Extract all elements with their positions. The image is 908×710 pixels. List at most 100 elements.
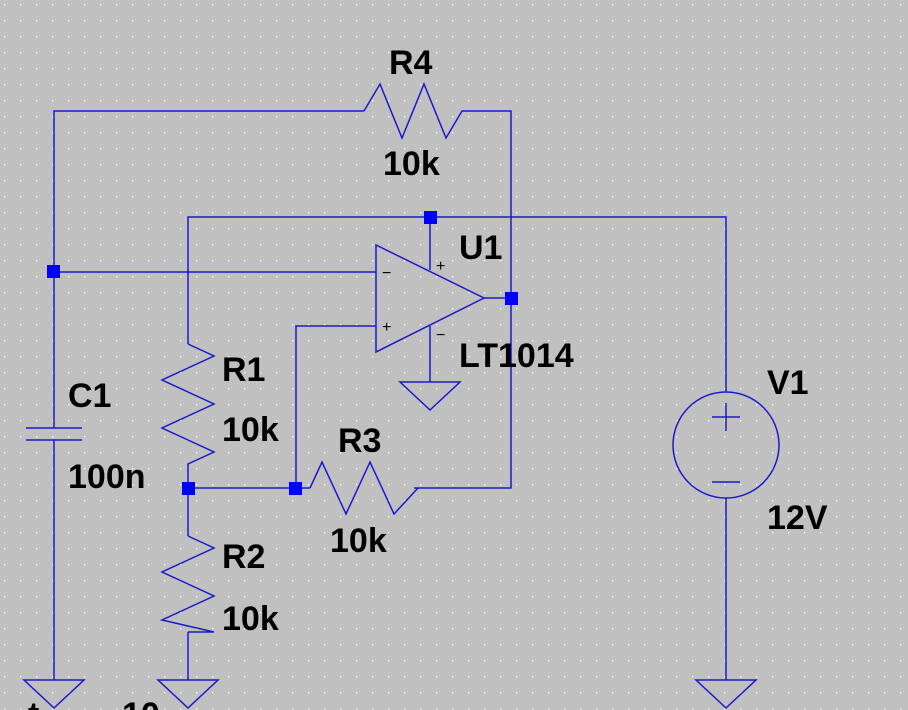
grid-dot <box>468 148 470 150</box>
grid-dot <box>164 84 166 86</box>
grid-dot <box>452 516 454 518</box>
junction-dot[interactable] <box>47 265 60 278</box>
grid-dot <box>84 420 86 422</box>
grid-dot <box>276 564 278 566</box>
grid-dot <box>228 356 230 358</box>
junction-dot[interactable] <box>182 482 195 495</box>
ground-symbol-opamp[interactable] <box>398 381 462 412</box>
wire-noninverting-input[interactable] <box>295 325 376 488</box>
grid-dot <box>308 596 310 598</box>
grid-dot <box>484 532 486 534</box>
grid-dot <box>132 436 134 438</box>
grid-dot <box>324 660 326 662</box>
grid-dot <box>564 132 566 134</box>
grid-dot <box>148 164 150 166</box>
grid-dot <box>676 404 678 406</box>
grid-dot <box>740 676 742 678</box>
opamp-triangle[interactable] <box>375 243 486 354</box>
grid-dot <box>676 228 678 230</box>
grid-dot <box>836 580 838 582</box>
v1-source-circle[interactable] <box>672 391 780 499</box>
grid-dot <box>436 676 438 678</box>
grid-dot <box>52 20 54 22</box>
wire-r3-feedback[interactable] <box>414 298 512 489</box>
grid-dot <box>820 388 822 390</box>
grid-dot <box>820 36 822 38</box>
c1-value-label: 100n <box>68 458 146 496</box>
ground-symbol-c1[interactable] <box>22 679 86 710</box>
grid-dot <box>836 596 838 598</box>
v1-value-label: 12V <box>767 499 828 537</box>
grid-dot <box>884 84 886 86</box>
wire-r4-right[interactable] <box>468 110 512 298</box>
grid-dot <box>852 116 854 118</box>
grid-dot <box>804 404 806 406</box>
grid-dot <box>500 260 502 262</box>
grid-dot <box>340 116 342 118</box>
grid-dot <box>644 628 646 630</box>
wire-supply-rail[interactable] <box>187 216 727 392</box>
grid-dot <box>388 244 390 246</box>
grid-dot <box>84 564 86 566</box>
grid-dot <box>772 228 774 230</box>
grid-dot <box>436 292 438 294</box>
grid-dot <box>4 4 6 6</box>
grid-dot <box>260 100 262 102</box>
grid-dot <box>180 356 182 358</box>
grid-dot <box>452 260 454 262</box>
grid-dot <box>516 84 518 86</box>
grid-dot <box>468 68 470 70</box>
grid-dot <box>36 228 38 230</box>
grid-dot <box>644 68 646 70</box>
grid-dot <box>596 692 598 694</box>
grid-dot <box>180 532 182 534</box>
grid-dot <box>388 324 390 326</box>
grid-dot <box>900 612 902 614</box>
grid-dot <box>20 436 22 438</box>
grid-dot <box>372 356 374 358</box>
grid-dot <box>500 596 502 598</box>
grid-dot <box>356 196 358 198</box>
grid-dot <box>68 404 70 406</box>
grid-dot <box>516 324 518 326</box>
grid-dot <box>196 52 198 54</box>
grid-dot <box>308 692 310 694</box>
grid-dot <box>148 276 150 278</box>
grid-dot <box>740 324 742 326</box>
r1-resistor-symbol[interactable] <box>160 343 216 488</box>
junction-dot[interactable] <box>289 482 302 495</box>
grid-dot <box>420 548 422 550</box>
ground-symbol-v1[interactable] <box>694 679 758 710</box>
grid-dot <box>164 708 166 710</box>
junction-dot[interactable] <box>505 292 518 305</box>
grid-dot <box>756 676 758 678</box>
r4-resistor-symbol[interactable] <box>363 82 468 140</box>
grid-dot <box>564 660 566 662</box>
grid-dot <box>580 148 582 150</box>
grid-dot <box>740 276 742 278</box>
grid-dot <box>500 148 502 150</box>
r3-resistor-symbol[interactable] <box>309 460 419 516</box>
grid-dot <box>212 580 214 582</box>
junction-dot[interactable] <box>424 211 437 224</box>
grid-dot <box>660 244 662 246</box>
grid-dot <box>660 260 662 262</box>
grid-dot <box>148 612 150 614</box>
grid-dot <box>708 548 710 550</box>
grid-dot <box>804 548 806 550</box>
grid-dot <box>692 164 694 166</box>
grid-dot <box>388 164 390 166</box>
grid-dot <box>52 372 54 374</box>
ground-symbol-r2[interactable] <box>156 679 220 710</box>
wire-r4-left[interactable] <box>53 110 364 272</box>
grid-dot <box>164 436 166 438</box>
grid-dot <box>404 580 406 582</box>
grid-dot <box>772 612 774 614</box>
grid-dot <box>148 484 150 486</box>
r2-resistor-symbol[interactable] <box>159 535 216 633</box>
grid-dot <box>708 36 710 38</box>
grid-dot <box>196 660 198 662</box>
grid-dot <box>36 372 38 374</box>
grid-dot <box>100 612 102 614</box>
